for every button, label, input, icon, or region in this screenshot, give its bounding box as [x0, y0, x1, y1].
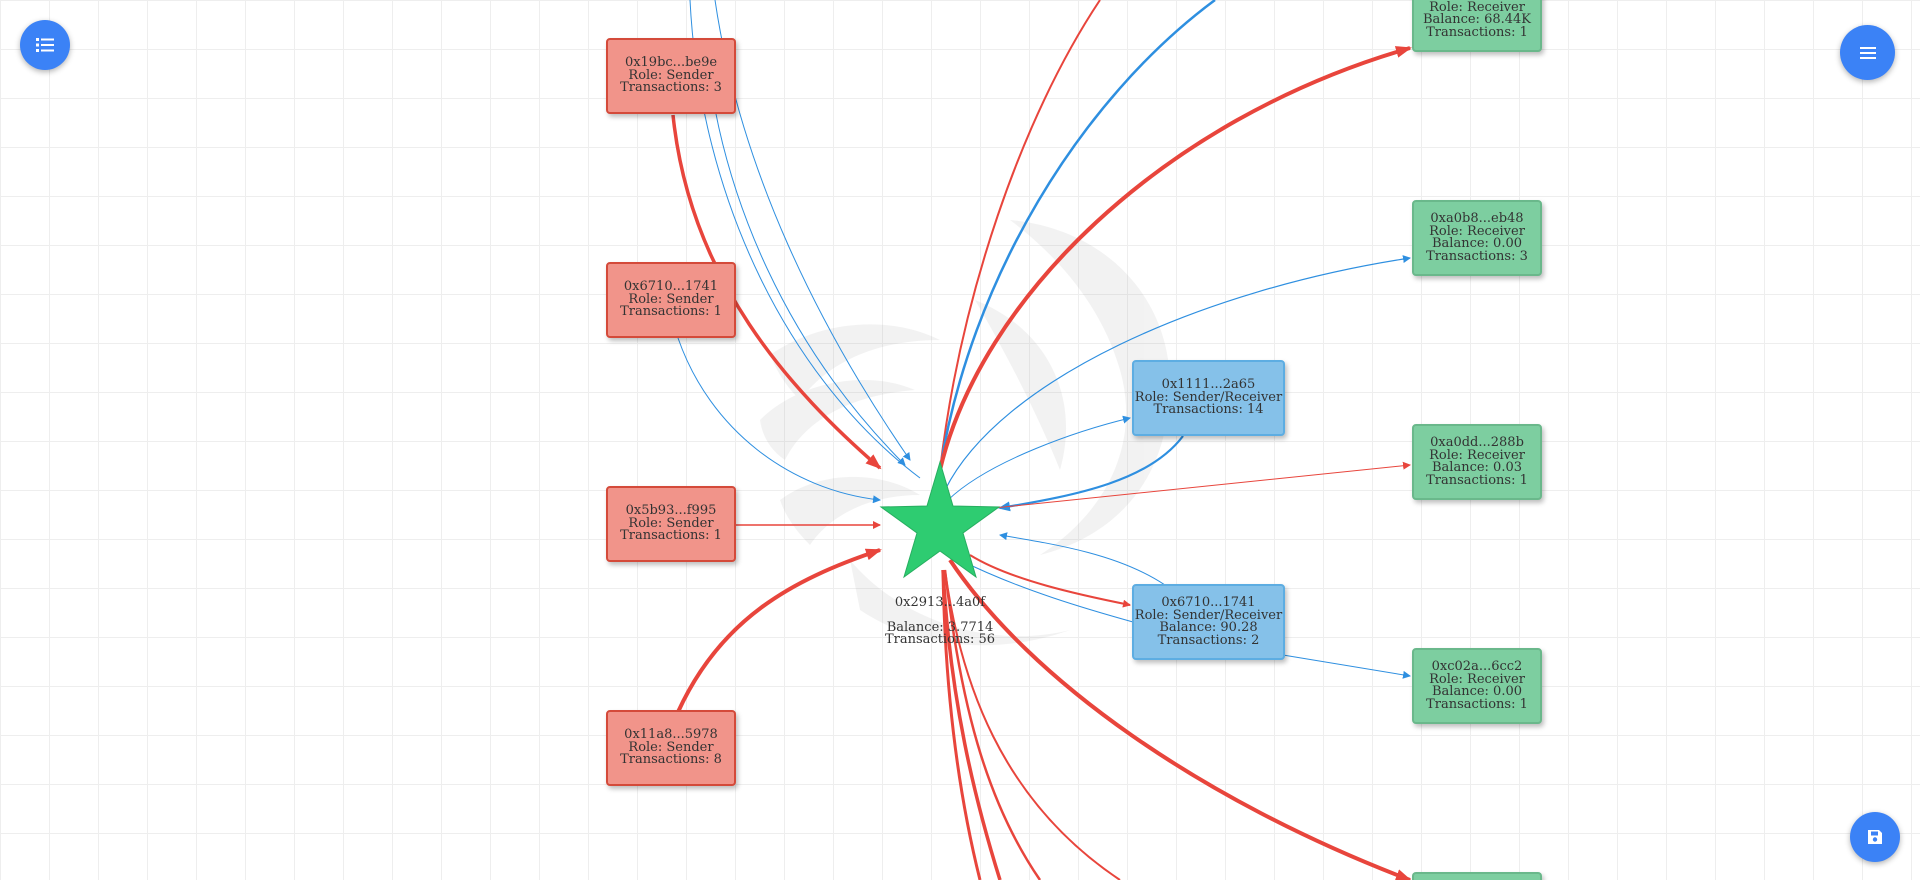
node-role: Role: Sender/Receiver: [1134, 607, 1283, 623]
node-transactions: Transactions: 1: [1426, 696, 1528, 712]
center-transactions: Transactions: 56: [884, 632, 996, 647]
node-role: Role: Sender/Receiver: [1134, 389, 1283, 405]
edge-red: [941, 569, 1002, 880]
node-transactions: Transactions: 3: [620, 80, 722, 96]
edge-blue: [947, 415, 1131, 501]
right-menu-button[interactable]: [1840, 25, 1895, 80]
node-transactions: Transactions: 3: [1426, 248, 1528, 264]
sender-node[interactable]: 0x6710...1741 Role: Sender Transactions:…: [606, 262, 736, 338]
sender-receiver-node[interactable]: 0x6710...1741 Role: Sender/Receiver Bala…: [1132, 584, 1285, 660]
edge-blue: [677, 337, 881, 504]
edge-red: [941, 569, 982, 880]
center-node-star[interactable]: [879, 460, 1001, 579]
edge-red: [974, 461, 1411, 511]
node-balance: Balance: 0.00: [1431, 684, 1523, 699]
edge-red: [676, 548, 882, 713]
sender-node[interactable]: 0x5b93...f995 Role: Sender Transactions:…: [606, 486, 736, 562]
node-address: 0xc02a...6cc2: [1431, 659, 1523, 674]
node-role: Role: Sender: [628, 67, 714, 83]
edge-red: [938, 46, 1412, 471]
node-role: Role: Receiver: [1429, 447, 1525, 463]
edge-blue: [938, 0, 1216, 471]
hamburger-icon: [1859, 46, 1876, 59]
edge-blue: [998, 435, 1184, 512]
node-role: Role: Receiver: [1429, 223, 1525, 239]
edge-blue: [1282, 654, 1411, 679]
sender-node[interactable]: 0x19bc...be9e Role: Sender Transactions:…: [606, 38, 736, 114]
center-node-label: 0x2913...4a0f Balance: 3.7714 Transactio…: [870, 595, 1010, 647]
node-role: Role: Sender: [628, 739, 714, 755]
node-transactions: Transactions: 14: [1153, 402, 1264, 418]
edge-red: [939, 0, 1101, 471]
edge-red: [969, 554, 1131, 608]
sender-receiver-node[interactable]: 0x1111...2a65 Role: Sender/Receiver Tran…: [1132, 360, 1285, 436]
node-role: Role: Receiver: [1429, 0, 1525, 15]
edge-red: [943, 569, 1042, 880]
receiver-node[interactable]: 0xa0dd...288b Role: Receiver Balance: 0.…: [1412, 424, 1542, 500]
node-transactions: Transactions: 1: [1426, 24, 1528, 40]
list-icon: [36, 38, 54, 52]
edge-red: [944, 569, 1121, 880]
node-role: Role: Sender: [628, 515, 714, 531]
floppy-disk-icon: [1868, 830, 1882, 844]
node-balance: Balance: 0.00: [1431, 236, 1523, 251]
edge-red: [948, 558, 1412, 880]
node-balance: Balance: 68.44K: [1423, 12, 1531, 27]
receiver-node[interactable]: Role: Receiver Balance: 68.44K Transacti…: [1412, 0, 1542, 52]
edge-blue: [999, 532, 1166, 586]
node-address: 0x5b93...f995: [625, 503, 717, 519]
center-balance: Balance: 3.7714: [886, 619, 994, 635]
receiver-node[interactable]: [1412, 872, 1542, 880]
node-transactions: Transactions: 1: [1426, 472, 1528, 488]
edge-blue: [944, 255, 1411, 491]
node-address: 0x6710...1741: [1161, 595, 1256, 610]
receiver-node[interactable]: 0xc02a...6cc2 Role: Receiver Balance: 0.…: [1412, 648, 1542, 724]
node-transactions: Transactions: 2: [1157, 632, 1260, 648]
watermark-logo: [760, 220, 1171, 646]
node-address: 0x19bc...be9e: [624, 55, 718, 71]
save-button[interactable]: [1850, 812, 1900, 862]
node-transactions: Transactions: 8: [620, 752, 722, 768]
node-address: 0xa0b8...eb48: [1430, 211, 1524, 226]
node-role: Role: Sender: [628, 291, 714, 307]
node-address: 0x1111...2a65: [1161, 377, 1256, 393]
center-address: 0x2913...4a0f: [894, 595, 986, 610]
node-address: 0x6710...1741: [623, 279, 719, 295]
node-address: 0x11a8...5978: [624, 727, 718, 743]
edge-blue: [959, 559, 1134, 623]
node-balance: Balance: 90.28: [1159, 620, 1258, 635]
node-transactions: Transactions: 1: [620, 528, 722, 544]
receiver-node[interactable]: 0xa0b8...eb48 Role: Receiver Balance: 0.…: [1412, 200, 1542, 276]
edges: [671, 0, 1412, 880]
node-balance: Balance: 0.03: [1431, 460, 1523, 475]
node-transactions: Transactions: 1: [620, 304, 722, 320]
left-menu-button[interactable]: [20, 20, 70, 70]
node-address: 0xa0dd...288b: [1430, 435, 1524, 450]
sender-node[interactable]: 0x11a8...5978 Role: Sender Transactions:…: [606, 710, 736, 786]
node-role: Role: Receiver: [1429, 671, 1525, 687]
edge-red: [671, 114, 882, 470]
